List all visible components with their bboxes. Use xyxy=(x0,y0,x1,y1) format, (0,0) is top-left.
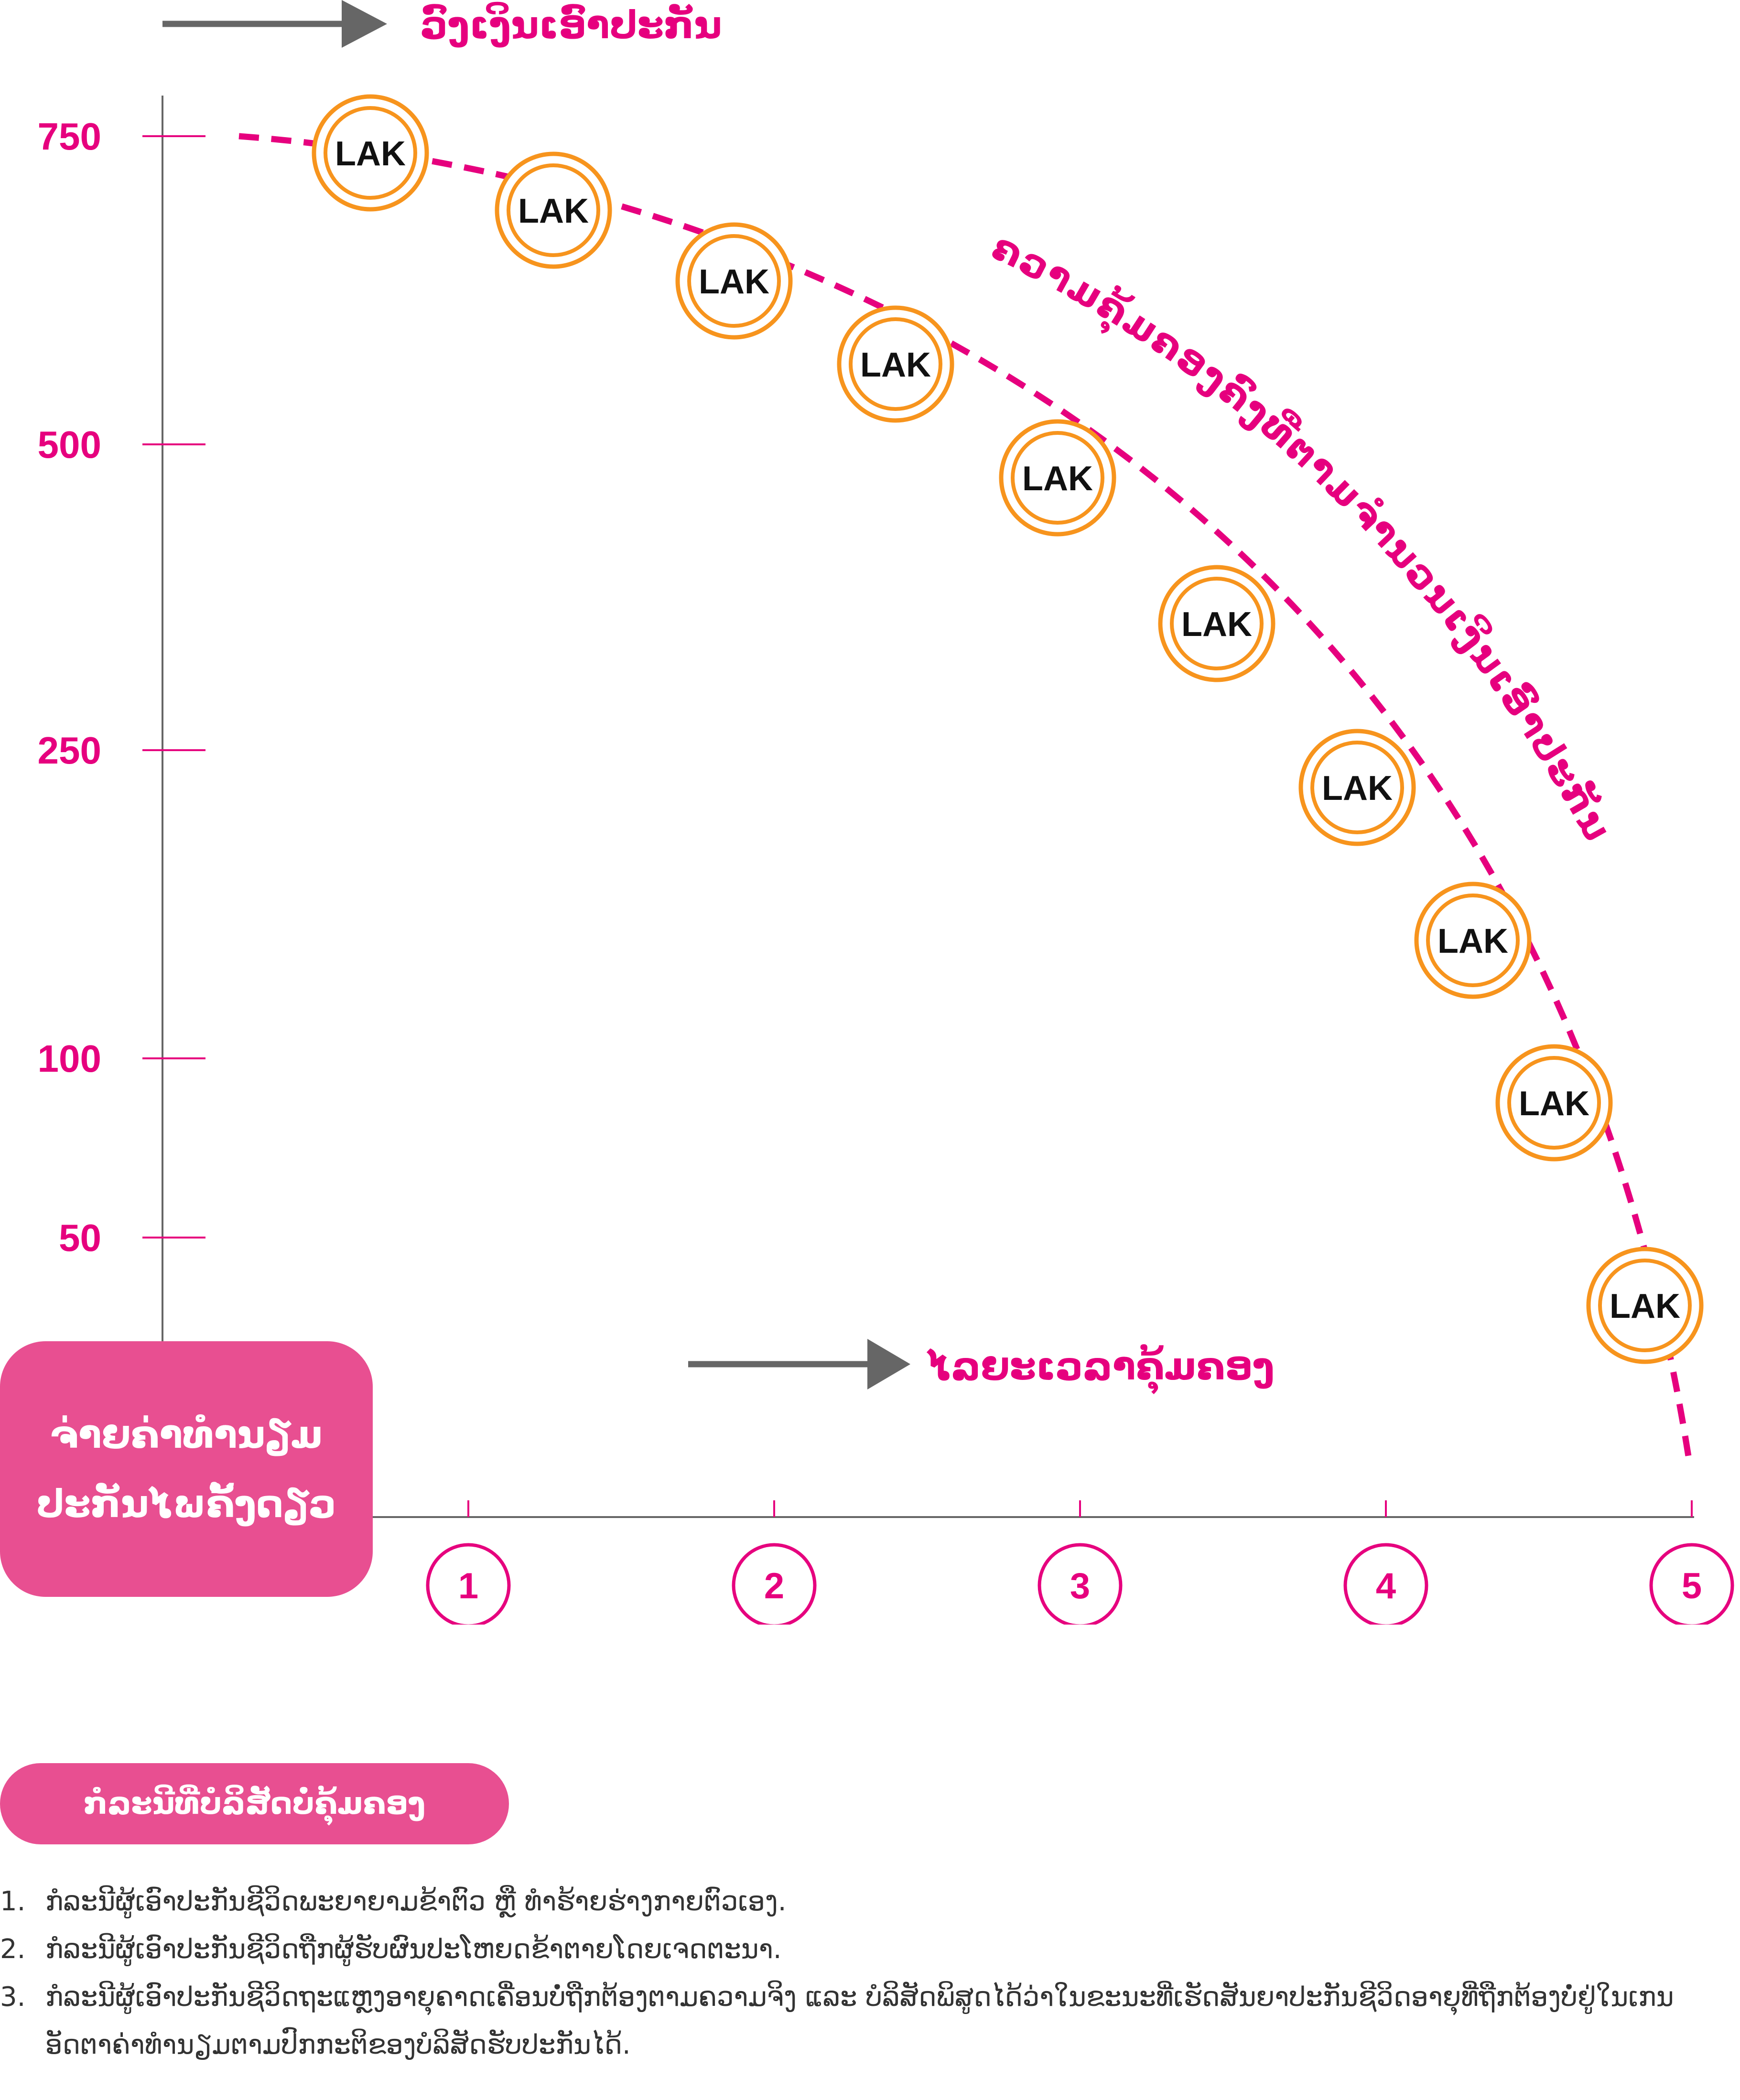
note-text: ກໍລະນີຜູ້ເອົາປະກັນຊີວິດຖືກຜູ້ຮັບຜົນປະໂຫຍ… xyxy=(45,1934,782,1965)
note-item: 1. ກໍລະນີຜູ້ເອົາປະກັນຊີວິດພະຍາຍາມຂ້າຕົວ … xyxy=(0,1878,1720,1926)
curve-label: ຄວາມຄຸ້ມຄອງຄົງທີ່ຕາມຈຳນວນເງິນເອົາປະກັນ xyxy=(985,224,1621,850)
x-tick-circle xyxy=(1343,1543,1428,1625)
y-tick-label: 750 xyxy=(38,115,101,158)
curve-label-text: ຄວາມຄຸ້ມຄອງຄົງທີ່ຕາມຈຳນວນເງິນເອົາປະກັນ xyxy=(985,224,1619,850)
note-number: 3. xyxy=(0,1982,26,2013)
coin-inner-ring xyxy=(1011,431,1104,525)
coin-label: LAK xyxy=(699,263,769,301)
x-axis-title: ໄລຍະເວລາຄຸ້ມຄອງ xyxy=(926,1344,1275,1395)
note-text: ກໍລະນີຜູ້ເອົາປະກັນຊີວິດຖະແຫຼງອາຍຸຄາດເຄື່… xyxy=(45,1982,1674,2060)
lak-coin: LAK xyxy=(495,151,612,269)
x-tick-circle xyxy=(1649,1543,1734,1625)
x-tick-circle xyxy=(426,1543,511,1625)
y-tick-label: 500 xyxy=(38,423,101,466)
lak-coin: LAK xyxy=(837,305,954,423)
y-ticks: 750 500 250 100 50 xyxy=(38,115,205,1259)
lak-coin: LAK xyxy=(1495,1044,1613,1162)
notes-header-text: ກໍລະນີທີ່ບໍລິສັດບໍ່ຄຸ້ມຄອງ xyxy=(83,1786,426,1821)
notes-list: 1. ກໍລະນີຜູ້ເອົາປະກັນຊີວິດພະຍາຍາມຂ້າຕົວ … xyxy=(0,1878,1720,2069)
y-axis-arrow xyxy=(162,0,387,48)
coin-label: LAK xyxy=(335,135,406,173)
y-tick-label: 250 xyxy=(38,729,101,772)
coin-inner-ring xyxy=(1310,741,1404,834)
coin-label: LAK xyxy=(1610,1287,1680,1325)
x-tick-circle xyxy=(1038,1543,1123,1625)
coin-label: LAK xyxy=(1519,1085,1589,1123)
lak-coin: LAK xyxy=(999,419,1116,537)
coin-inner-ring xyxy=(507,163,600,257)
coin-label: LAK xyxy=(860,346,931,384)
x-tick-circle xyxy=(732,1543,817,1625)
y-tick-label: 50 xyxy=(59,1217,101,1259)
lak-coin: LAK xyxy=(1158,565,1275,682)
x-axis-arrow xyxy=(688,1339,910,1389)
premium-box xyxy=(0,1341,373,1597)
chart-area: ວົງເງິນເອົາປະກັນ 750 500 250 100 50 1 2 3 4 5 LA… xyxy=(0,0,1734,1625)
lak-coin: LAK xyxy=(1298,729,1416,846)
premium-box-line2: ປະກັນໄພຄັ້ງດຽວ xyxy=(36,1482,336,1526)
coin-inner-ring xyxy=(849,317,942,411)
coin-inner-ring xyxy=(1507,1056,1601,1150)
x-tick-label: 3 xyxy=(1070,1566,1090,1606)
lak-coin: LAK xyxy=(1586,1247,1704,1364)
coin-inner-ring xyxy=(1598,1259,1692,1352)
coin-inner-ring xyxy=(1426,894,1520,987)
y-axis-title: ວົງເງິນເອົາປະກັນ xyxy=(421,1,722,47)
coin-label: LAK xyxy=(1181,605,1252,644)
coin-inner-ring xyxy=(1170,577,1264,670)
coin-markers: LAK LAK LAK LAK LAK LAK LAK LAK LAK LAK xyxy=(312,94,1704,1364)
lak-coin: LAK xyxy=(312,94,429,212)
note-number: 2. xyxy=(0,1934,26,1965)
coin-label: LAK xyxy=(1022,460,1093,498)
x-ticks: 1 2 3 4 5 xyxy=(426,1500,1734,1625)
lak-coin: LAK xyxy=(1414,882,1532,999)
coin-label: LAK xyxy=(1322,769,1393,808)
x-tick-label: 5 xyxy=(1682,1566,1702,1606)
note-item: 2. ກໍລະນີຜູ້ເອົາປະກັນຊີວິດຖືກຜູ້ຮັບຜົນປະ… xyxy=(0,1926,1720,1973)
lak-coin: LAK xyxy=(675,222,793,340)
coin-inner-ring xyxy=(324,106,417,200)
y-tick-label: 100 xyxy=(38,1037,101,1080)
coin-inner-ring xyxy=(687,234,781,328)
x-tick-label: 1 xyxy=(458,1566,478,1606)
note-number: 1. xyxy=(0,1886,26,1917)
x-tick-label: 4 xyxy=(1376,1566,1396,1606)
note-item: 3. ກໍລະນີຜູ້ເອົາປະກັນຊີວິດຖະແຫຼງອາຍຸຄາດເ… xyxy=(0,1973,1720,2069)
coin-label: LAK xyxy=(1437,922,1508,960)
premium-box-line1: ຈ່າຍຄ່າທຳນຽມ xyxy=(50,1412,323,1457)
coin-label: LAK xyxy=(518,192,589,230)
x-tick-label: 2 xyxy=(764,1566,784,1606)
coverage-curve xyxy=(238,133,1693,1463)
notes-header: ກໍລະນີທີ່ບໍລິສັດບໍ່ຄຸ້ມຄອງ xyxy=(0,1763,509,1844)
note-text: ກໍລະນີຜູ້ເອົາປະກັນຊີວິດພະຍາຍາມຂ້າຕົວ ຫຼື… xyxy=(45,1886,787,1917)
